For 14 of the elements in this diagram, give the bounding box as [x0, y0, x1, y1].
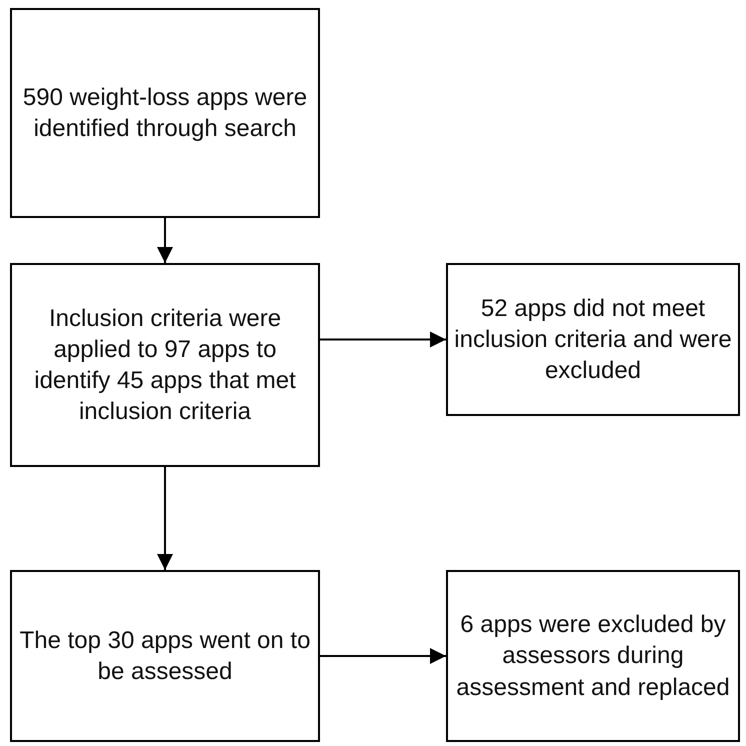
arrow	[157, 467, 173, 570]
arrow	[320, 648, 446, 664]
box-text: 52 apps did not meet inclusion criteria and were excluded	[454, 294, 732, 386]
box-text: The top 30 apps went on to be assessed	[18, 626, 312, 687]
process-box	[446, 263, 740, 416]
box-text: 590 weight-loss apps were identified through search	[22, 82, 308, 144]
box-text: 6 apps were excluded by assessors during assessment and replaced	[455, 610, 731, 703]
process-box	[10, 263, 320, 467]
process-box	[446, 570, 740, 742]
arrow	[157, 218, 173, 263]
process-box	[10, 8, 320, 218]
process-box	[10, 570, 320, 742]
box-text: Inclusion criteria were applied to 97 apps to identify 45 apps that met inclusion criteria	[33, 304, 297, 428]
arrow	[320, 332, 446, 348]
